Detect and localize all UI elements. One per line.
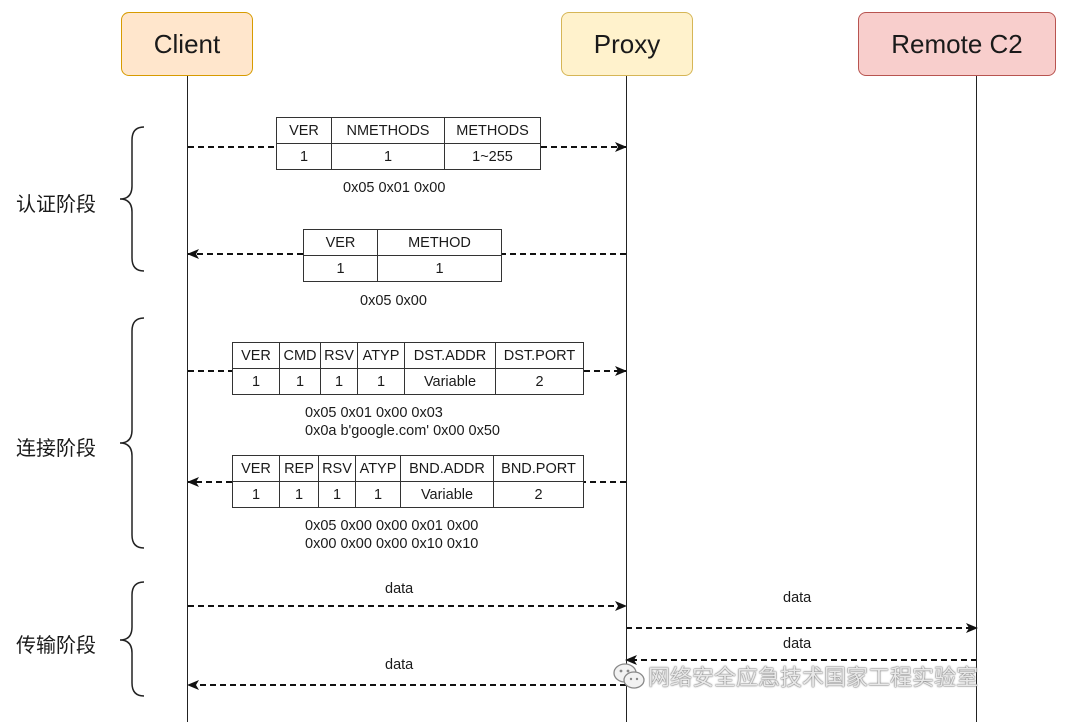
packet-field: ATYP — [355, 455, 401, 482]
packet-field: VER — [276, 117, 332, 144]
packet-value-row: 1 1 1 1 Variable 2 — [232, 368, 584, 395]
packet-value: 2 — [495, 368, 584, 395]
packet-header-row: VER REP RSV ATYP BND.ADDR BND.PORT — [232, 455, 584, 482]
packet-field: BND.PORT — [493, 455, 584, 482]
wechat-icon — [613, 663, 645, 689]
packet-value: 1~255 — [444, 143, 541, 170]
method-reply-caption: 0x05 0x00 — [360, 292, 427, 310]
data-proxy-to-client-label: data — [385, 657, 414, 673]
packet-value: 1 — [355, 481, 401, 508]
packet-value-row: 1 1 1 1 Variable 2 — [232, 481, 584, 508]
auth-phase-label: 认证阶段 — [16, 194, 96, 216]
caption-line: 0x00 0x00 0x00 0x10 0x10 — [305, 536, 479, 552]
packet-value: 1 — [318, 481, 356, 508]
connect-phase-brace — [119, 317, 145, 549]
packet-field: METHOD — [377, 229, 502, 256]
packet-value: Variable — [400, 481, 494, 508]
transfer-phase-brace — [119, 581, 145, 697]
packet-header-row: VER METHOD — [303, 229, 502, 256]
transfer-phase-label: 传输阶段 — [16, 635, 96, 657]
packet-value: 1 — [357, 368, 405, 395]
packet-value-row: 1 1 — [303, 255, 502, 282]
packet-field: BND.ADDR — [400, 455, 494, 482]
packet-value: 1 — [232, 368, 280, 395]
auth-phase-brace — [119, 126, 145, 272]
packet-field: REP — [279, 455, 319, 482]
watermark: 网络安全应急技术国家工程实验室 — [612, 660, 978, 692]
connect-phase-label: 连接阶段 — [16, 438, 96, 460]
packet-value: 1 — [279, 368, 321, 395]
method-request-packet: VER NMETHODS METHODS 1 1 1~255 — [276, 117, 541, 170]
proxy-lifeline — [626, 76, 627, 722]
packet-field: DST.PORT — [495, 342, 584, 369]
client-actor: Client — [121, 12, 253, 76]
packet-field: RSV — [320, 342, 358, 369]
packet-field: NMETHODS — [331, 117, 445, 144]
data-proxy-to-remote-label: data — [783, 590, 812, 606]
packet-field: VER — [303, 229, 378, 256]
packet-value: 1 — [232, 481, 280, 508]
packet-value: 1 — [377, 255, 502, 282]
packet-value: 2 — [493, 481, 584, 508]
packet-value: 1 — [320, 368, 358, 395]
data-remote-to-proxy-label: data — [783, 636, 812, 652]
method-reply-packet: VER METHOD 1 1 — [303, 229, 502, 282]
client-lifeline — [187, 76, 188, 722]
connect-request-caption: 0x05 0x01 0x00 0x03 0x0a b'google.com' 0… — [305, 404, 500, 440]
proxy-actor: Proxy — [561, 12, 693, 76]
caption-line: 0x05 0x01 0x00 0x03 — [305, 405, 443, 421]
remote-c2-actor-label: Remote C2 — [891, 28, 1023, 59]
watermark-text: 网络安全应急技术国家工程实验室 — [648, 665, 979, 690]
client-actor-label: Client — [153, 28, 221, 59]
remote-lifeline — [976, 76, 977, 722]
packet-field: DST.ADDR — [404, 342, 496, 369]
packet-field: VER — [232, 342, 280, 369]
packet-header-row: VER CMD RSV ATYP DST.ADDR DST.PORT — [232, 342, 584, 369]
connect-reply-packet: VER REP RSV ATYP BND.ADDR BND.PORT 1 1 1… — [232, 455, 584, 508]
packet-value: 1 — [331, 143, 445, 170]
packet-field: CMD — [279, 342, 321, 369]
packet-value: 1 — [303, 255, 378, 282]
data-client-to-proxy-label: data — [385, 581, 414, 597]
proxy-actor-label: Proxy — [593, 28, 661, 59]
connect-reply-caption: 0x05 0x00 0x00 0x01 0x00 0x00 0x00 0x00 … — [305, 517, 478, 553]
packet-value: 1 — [279, 481, 319, 508]
connect-request-packet: VER CMD RSV ATYP DST.ADDR DST.PORT 1 1 1… — [232, 342, 584, 395]
packet-field: ATYP — [357, 342, 405, 369]
packet-value: Variable — [404, 368, 496, 395]
packet-value-row: 1 1 1~255 — [276, 143, 541, 170]
packet-field: VER — [232, 455, 280, 482]
caption-line: 0x05 0x00 — [360, 293, 427, 309]
method-request-caption: 0x05 0x01 0x00 — [343, 179, 445, 197]
packet-value: 1 — [276, 143, 332, 170]
caption-line: 0x0a b'google.com' 0x00 0x50 — [305, 423, 500, 439]
packet-field: METHODS — [444, 117, 541, 144]
remote-c2-actor: Remote C2 — [858, 12, 1056, 76]
caption-line: 0x05 0x01 0x00 — [343, 180, 446, 196]
packet-field: RSV — [318, 455, 356, 482]
caption-line: 0x05 0x00 0x00 0x01 0x00 — [305, 518, 479, 534]
packet-header-row: VER NMETHODS METHODS — [276, 117, 541, 144]
